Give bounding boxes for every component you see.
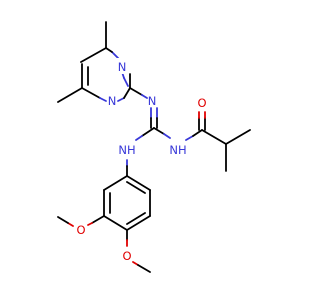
amide-n-c-bond-n	[185, 135, 194, 141]
atom-label-n-imine: N	[148, 94, 157, 108]
methoxy-meta-bond	[91, 215, 105, 224]
molecule-canvas: N N N NH NH O O O	[57, 21, 251, 273]
atom-label-o-carbonyl: O	[197, 96, 206, 110]
atom-label-nh-anilino: NH	[118, 143, 135, 157]
isopropyl-methyl-1-bond	[225, 129, 251, 145]
c2-imine-bond	[129, 87, 143, 96]
guanidine-nh-left-bond-n	[135, 135, 143, 141]
methoxy-meta-methyl-bond	[57, 216, 69, 224]
isopropyl-bond	[201, 129, 227, 145]
methoxy-para-methyl-bond-o	[132, 261, 139, 266]
c2-imine-bond-n	[141, 94, 148, 99]
guanidine-nh-right-bond	[153, 127, 165, 135]
benzene-ring	[103, 175, 151, 231]
atom-label-o-methoxy-para: O	[122, 249, 131, 263]
methoxy-meta-bond-o	[87, 222, 93, 226]
guanidine-nh-right-bond-n	[163, 133, 171, 139]
atom-label-n-pyrimidine-upper: N	[118, 60, 127, 74]
methyl-lower-bond	[57, 87, 83, 103]
molecule-structure: N N N NH NH O O O	[57, 21, 251, 273]
amide-n-c-bond	[192, 129, 203, 137]
methoxy-para-methyl-bond	[137, 264, 151, 273]
pyrimidine-ring	[80, 47, 131, 102]
atom-label-o-methoxy-meta: O	[76, 223, 85, 237]
guanidine-nh-left-bond	[141, 127, 155, 137]
label-bg-n-upper	[113, 58, 129, 74]
atom-label-nh-amide: NH	[169, 143, 186, 157]
methoxy-meta-methyl-bond-o	[67, 222, 74, 227]
atom-label-n-pyrimidine-lower: N	[108, 94, 117, 108]
